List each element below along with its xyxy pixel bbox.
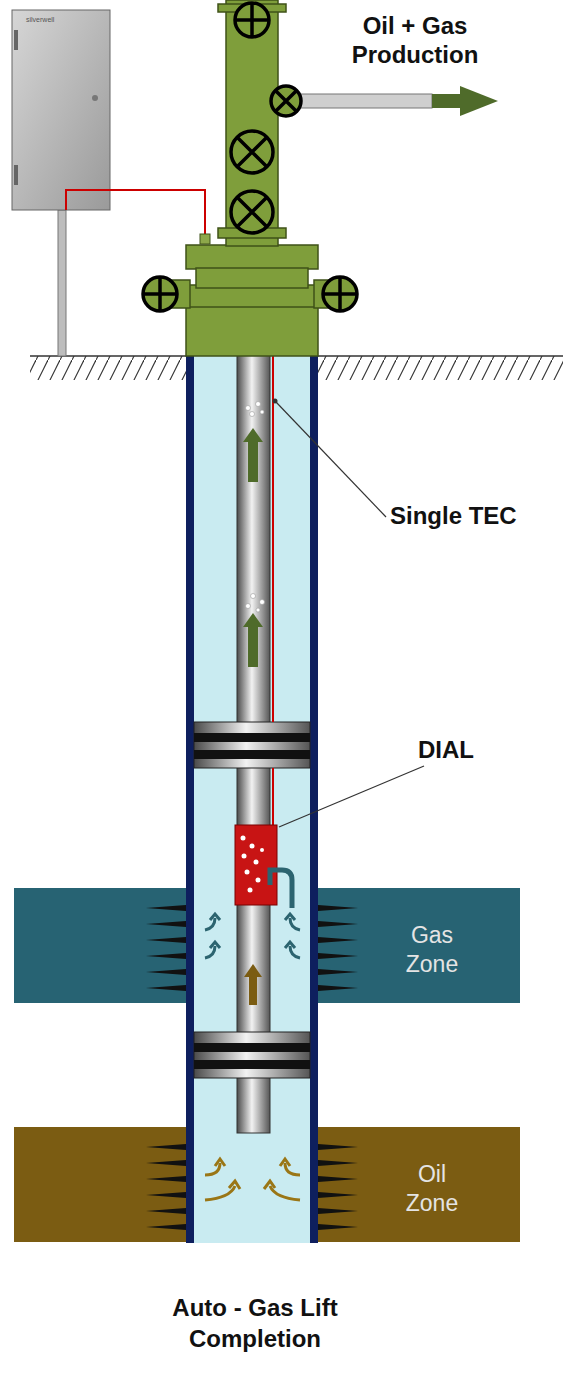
output-label: Oil + Gas Production [320,12,510,70]
callout-label: DIAL [418,736,498,765]
wellbore-fluid [191,355,313,1243]
brand-label: silverwell [26,16,96,24]
caption: Auto - Gas Lift Completion [150,1292,360,1354]
callout-label: Single TEC [390,502,555,531]
control-panel [12,10,110,210]
casing-wall [186,355,194,1243]
ground-hatch [318,356,563,380]
zone-band: Oil Zone [14,1127,520,1242]
flowline [300,94,432,108]
packer [194,1032,310,1078]
pole [58,210,66,356]
dial-valve [235,825,277,905]
production-arrow [432,94,462,108]
zone-band: Gas Zone [14,888,520,1003]
wellhead [160,0,344,356]
ground-hatch [30,356,186,380]
zone-label: Gas Zone [392,921,472,979]
gas-entry-arrow [270,870,292,908]
gas-flow-arrow [205,914,300,958]
production-arrow [460,86,498,116]
tec-cable [272,356,274,722]
tec-cable [272,768,274,826]
packer [194,722,310,768]
oil-flow-arrow [205,1159,300,1200]
control-cable [66,190,205,238]
leader-line [279,766,424,827]
flow-arrow [243,428,263,1005]
casing-wall [310,355,318,1243]
zone-label: Oil Zone [392,1160,472,1218]
gas-bubbles [241,836,265,893]
valve-symbols [143,3,357,311]
leader-line [276,402,386,517]
wellhead-penetrator [200,234,210,244]
